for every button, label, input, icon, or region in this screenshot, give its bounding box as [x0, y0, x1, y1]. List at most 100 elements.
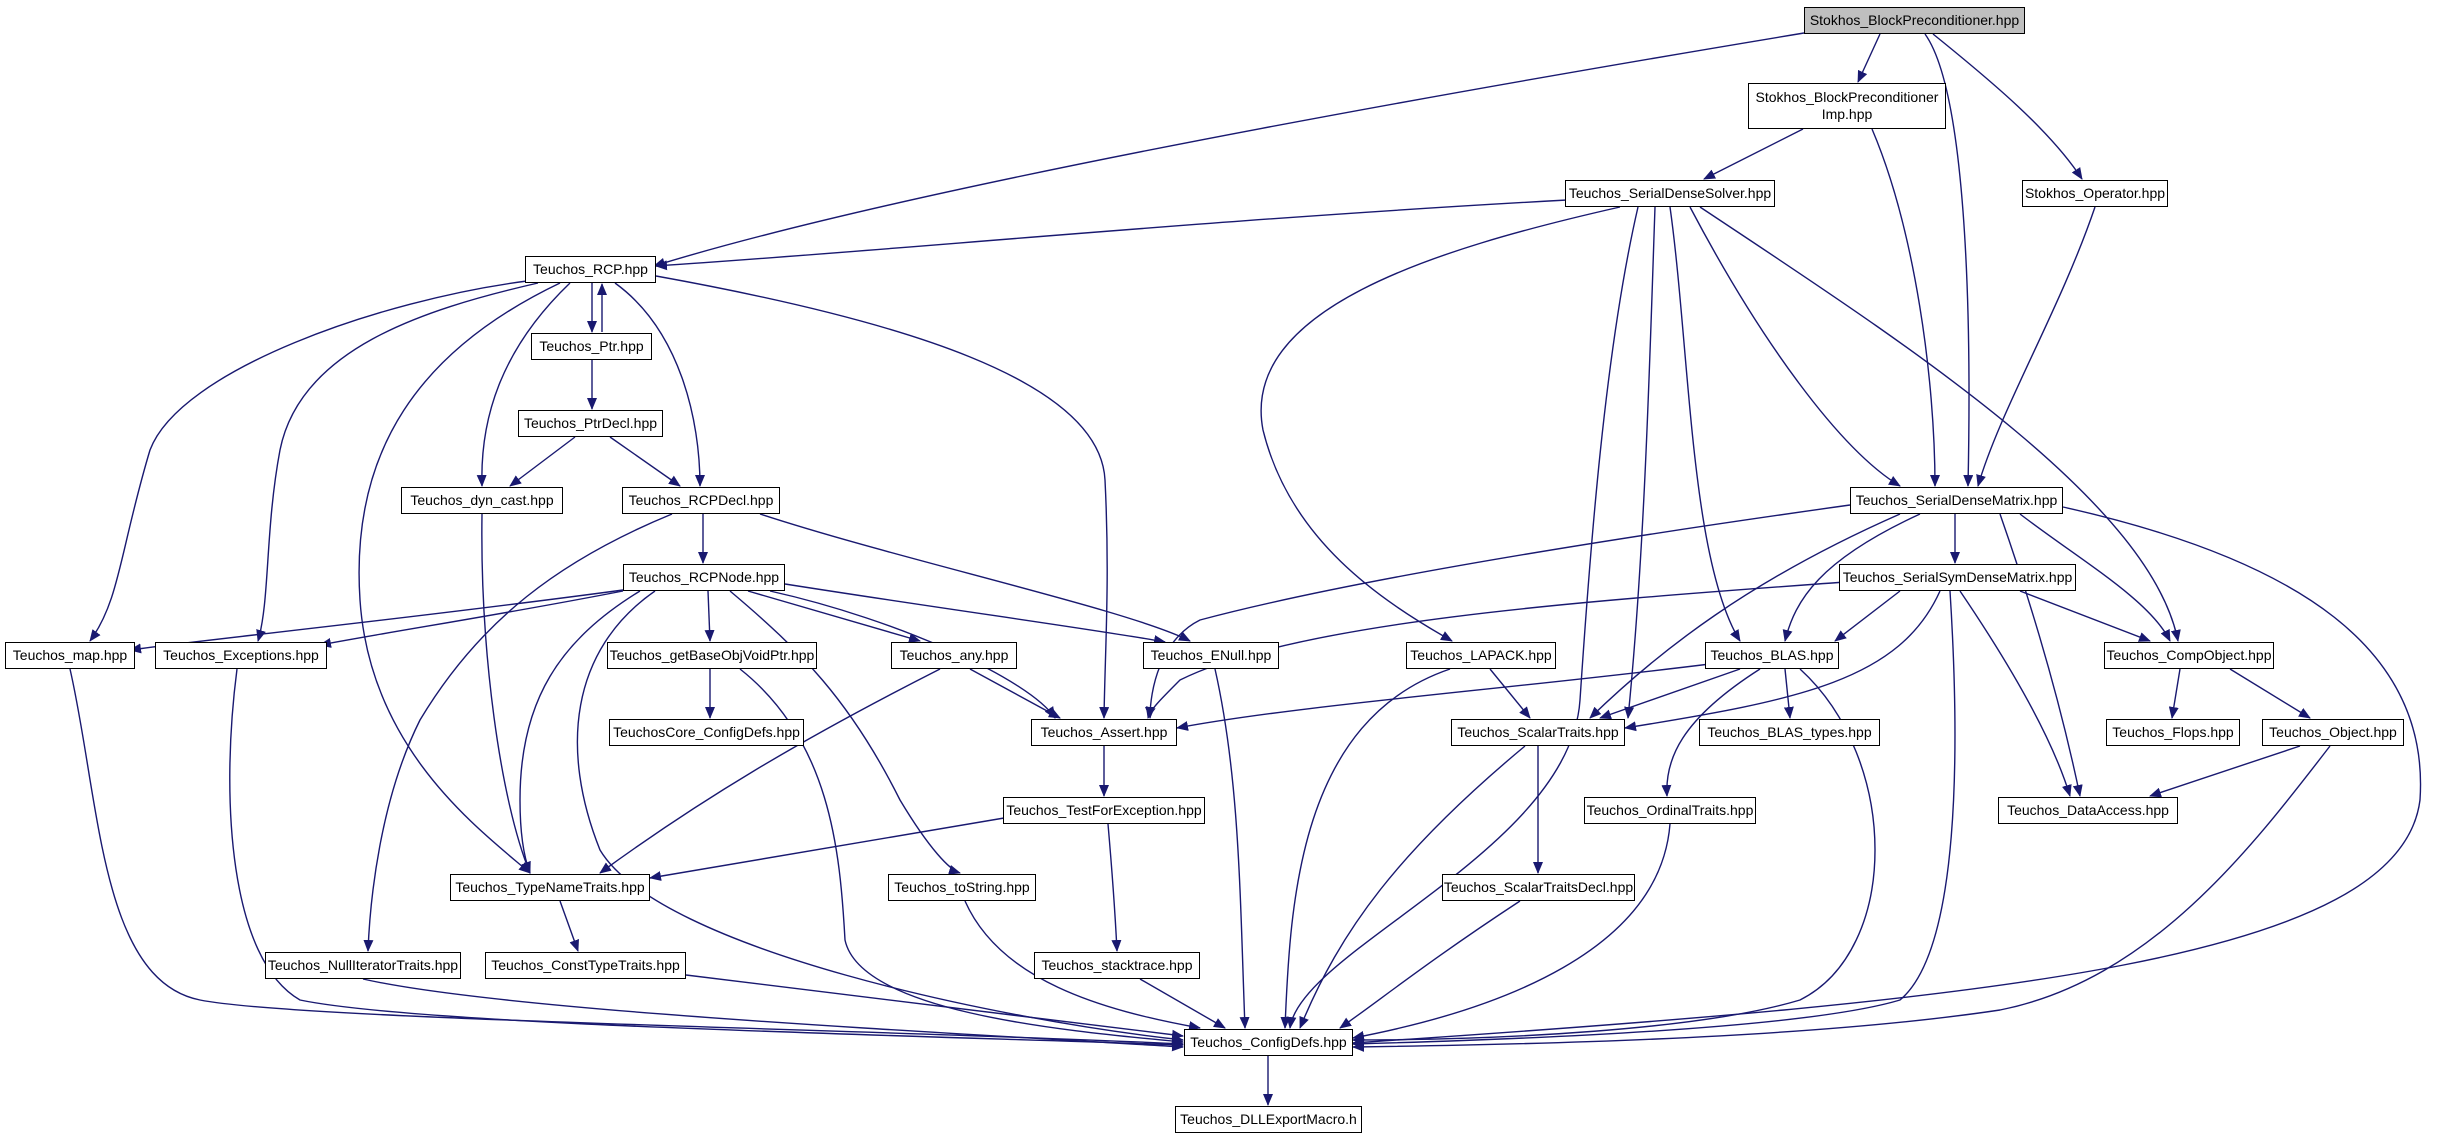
edge-compobject-to-flops [2168, 668, 2181, 719]
node-teuchoscore-configdefs[interactable]: TeuchosCore_ConfigDefs.hpp [609, 719, 804, 746]
node-teuchos-lapack[interactable]: Teuchos_LAPACK.hpp [1406, 642, 1556, 669]
edge-blas-to-scalartraits [1599, 668, 1741, 720]
edge-getbaseobjvoidptr-to-configdefs [739, 668, 1184, 1046]
edge-blas-to-ordinaltraits [1661, 668, 1761, 797]
node-teuchos-enull[interactable]: Teuchos_ENull.hpp [1143, 642, 1279, 669]
node-teuchos-compobject[interactable]: Teuchos_CompObject.hpp [2104, 642, 2274, 669]
node-teuchos-getbaseobjvoidptr[interactable]: Teuchos_getBaseObjVoidPtr.hpp [607, 642, 817, 669]
edge-rcpnode-to-getbaseobjvoidptr [704, 590, 715, 642]
node-teuchos-scalartraits[interactable]: Teuchos_ScalarTraits.hpp [1451, 719, 1625, 746]
edge-solver-to-blas [1669, 206, 1741, 642]
edge-serialsym-to-assert [1145, 581, 1846, 719]
edge-nulliteratortraits-to-configdefs [362, 978, 1184, 1052]
edge-solver-to-compobject [1699, 206, 2181, 642]
node-teuchos-consttypetraits[interactable]: Teuchos_ConstTypeTraits.hpp [485, 952, 686, 979]
edge-solver-to-rcp [655, 199, 1568, 271]
edge-blockprec-to-rcp [653, 32, 1805, 268]
edge-serialsym-to-configdefs [1352, 590, 1956, 1049]
node-teuchos-stacktrace[interactable]: Teuchos_stacktrace.hpp [1034, 952, 1200, 979]
node-teuchos-assert[interactable]: Teuchos_Assert.hpp [1031, 719, 1177, 746]
edge-blockprec-to-imp [1857, 33, 1881, 83]
edge-tostring-to-configdefs [964, 900, 1201, 1031]
node-stokhos-blockpreconditioner-imp[interactable]: Stokhos_BlockPreconditioner Imp.hpp [1748, 83, 1946, 129]
edge-serialsym-to-dataaccess [1959, 590, 2072, 797]
node-teuchos-blas[interactable]: Teuchos_BLAS.hpp [1705, 642, 1839, 669]
node-teuchos-dataaccess[interactable]: Teuchos_DataAccess.hpp [1998, 797, 2178, 824]
edge-map-to-configdefs [69, 668, 1184, 1049]
node-stokhos-operator[interactable]: Stokhos_Operator.hpp [2022, 180, 2168, 207]
edge-blockprec-to-serialdensematrix [1924, 33, 1974, 487]
edge-rcp-to-map [89, 280, 528, 642]
edge-rcp-to-exceptions [256, 282, 539, 642]
node-teuchos-ptrdecl[interactable]: Teuchos_PtrDecl.hpp [518, 410, 663, 437]
edge-ptrdecl-to-dyn-cast [509, 436, 576, 487]
node-teuchos-serialsymdensematrix[interactable]: Teuchos_SerialSymDenseMatrix.hpp [1839, 564, 2076, 591]
edge-rcpnode-to-exceptions [319, 590, 624, 648]
node-teuchos-ptr[interactable]: Teuchos_Ptr.hpp [531, 333, 652, 360]
node-teuchos-map[interactable]: Teuchos_map.hpp [5, 642, 135, 669]
node-teuchos-exceptions[interactable]: Teuchos_Exceptions.hpp [155, 642, 327, 669]
edge-imp-to-serialdensematrix [1871, 128, 1940, 487]
edge-rcpdecl-to-nulliteratortraits [363, 513, 673, 952]
edge-rcp-to-rcpdecl [614, 282, 705, 487]
edge-solver-to-lapack [1260, 206, 1621, 642]
edge-rcp-to-typenametraits [358, 282, 561, 874]
node-teuchos-flops[interactable]: Teuchos_Flops.hpp [2106, 719, 2240, 746]
node-teuchos-nulliteratortraits[interactable]: Teuchos_NullIteratorTraits.hpp [265, 952, 461, 979]
edge-any-to-assert [969, 668, 1061, 719]
edge-dyn-cast-to-typenametraits [481, 513, 531, 874]
node-teuchos-ordinaltraits[interactable]: Teuchos_OrdinalTraits.hpp [1584, 797, 1756, 824]
edge-compobject-to-object [2229, 668, 2311, 719]
edge-testforexception-to-stacktrace [1107, 823, 1122, 952]
node-teuchos-dllexportmacro[interactable]: Teuchos_DLLExportMacro.h [1175, 1106, 1362, 1133]
edge-object-to-dataaccess [2149, 745, 2301, 798]
edge-testforexception-to-typenametraits [649, 816, 1011, 881]
edge-ordinaltraits-to-configdefs [1352, 823, 1671, 1041]
edge-serialsym-to-compobject [2019, 590, 2151, 642]
edge-serialdensematrix-to-scalartraits [1589, 513, 1901, 719]
edge-any-to-typenametraits [599, 668, 941, 874]
node-teuchos-typenametraits[interactable]: Teuchos_TypeNameTraits.hpp [450, 874, 650, 901]
edge-stacktrace-to-configdefs [1139, 978, 1226, 1029]
edge-scalartraits-to-configdefs [1299, 745, 1526, 1029]
node-teuchos-scalartraitsdecl[interactable]: Teuchos_ScalarTraitsDecl.hpp [1442, 874, 1635, 901]
edge-enull-to-configdefs [1214, 668, 1250, 1029]
edge-serialdensematrix-to-compobject [2019, 513, 2171, 642]
node-teuchos-configdefs[interactable]: Teuchos_ConfigDefs.hpp [1184, 1029, 1353, 1056]
edge-serialsym-to-scalartraits [1624, 590, 1941, 732]
edge-blas-to-blas-types [1783, 668, 1794, 719]
node-teuchos-rcpnode[interactable]: Teuchos_RCPNode.hpp [623, 564, 785, 591]
node-teuchos-serialdensesolver[interactable]: Teuchos_SerialDenseSolver.hpp [1565, 180, 1775, 207]
node-teuchos-rcpdecl[interactable]: Teuchos_RCPDecl.hpp [622, 487, 780, 514]
node-teuchos-tostring[interactable]: Teuchos_toString.hpp [888, 874, 1036, 901]
edge-blas-to-assert [1176, 663, 1711, 731]
node-teuchos-any[interactable]: Teuchos_any.hpp [891, 642, 1017, 669]
edge-rcpnode-to-enull [784, 583, 1166, 645]
node-teuchos-serialdensematrix[interactable]: Teuchos_SerialDenseMatrix.hpp [1850, 487, 2063, 514]
edge-serialdensematrix-to-dataaccess [1999, 513, 2083, 797]
edge-lapack-to-scalartraits [1489, 668, 1531, 719]
edge-rcp-to-assert [655, 275, 1110, 719]
edge-solver-to-configdefs [1286, 206, 1639, 1029]
edge-rcpnode-to-typenametraits [519, 590, 641, 874]
node-teuchos-testforexception[interactable]: Teuchos_TestForException.hpp [1003, 797, 1205, 824]
edge-serialdensematrix-to-blas [1782, 513, 1921, 642]
edge-typenametraits-to-consttypetraits [559, 900, 579, 952]
edge-blas-to-configdefs [1352, 668, 1876, 1045]
edge-rcpnode-to-any [747, 590, 921, 643]
edge-rcp-to-dyn-cast [476, 282, 571, 487]
node-teuchos-object[interactable]: Teuchos_Object.hpp [2262, 719, 2404, 746]
edge-object-to-configdefs [1352, 745, 2331, 1052]
node-teuchos-blas-types[interactable]: Teuchos_BLAS_types.hpp [1699, 719, 1880, 746]
node-teuchos-dyn-cast[interactable]: Teuchos_dyn_cast.hpp [401, 487, 563, 514]
edge-consttypetraits-to-configdefs [685, 974, 1184, 1040]
edge-exceptions-to-configdefs [229, 668, 1184, 1050]
edge-serialsym-to-blas [1834, 590, 1901, 642]
edge-serialdensematrix-to-configdefs [1352, 506, 2422, 1048]
edge-operator-to-serialdensematrix [1976, 206, 2096, 487]
edge-blockprec-to-operator [1932, 33, 2083, 180]
node-teuchos-rcp[interactable]: Teuchos_RCP.hpp [525, 256, 656, 283]
edge-imp-to-serialdensesolver [1703, 128, 1804, 180]
edge-lapack-to-configdefs [1280, 668, 1451, 1029]
